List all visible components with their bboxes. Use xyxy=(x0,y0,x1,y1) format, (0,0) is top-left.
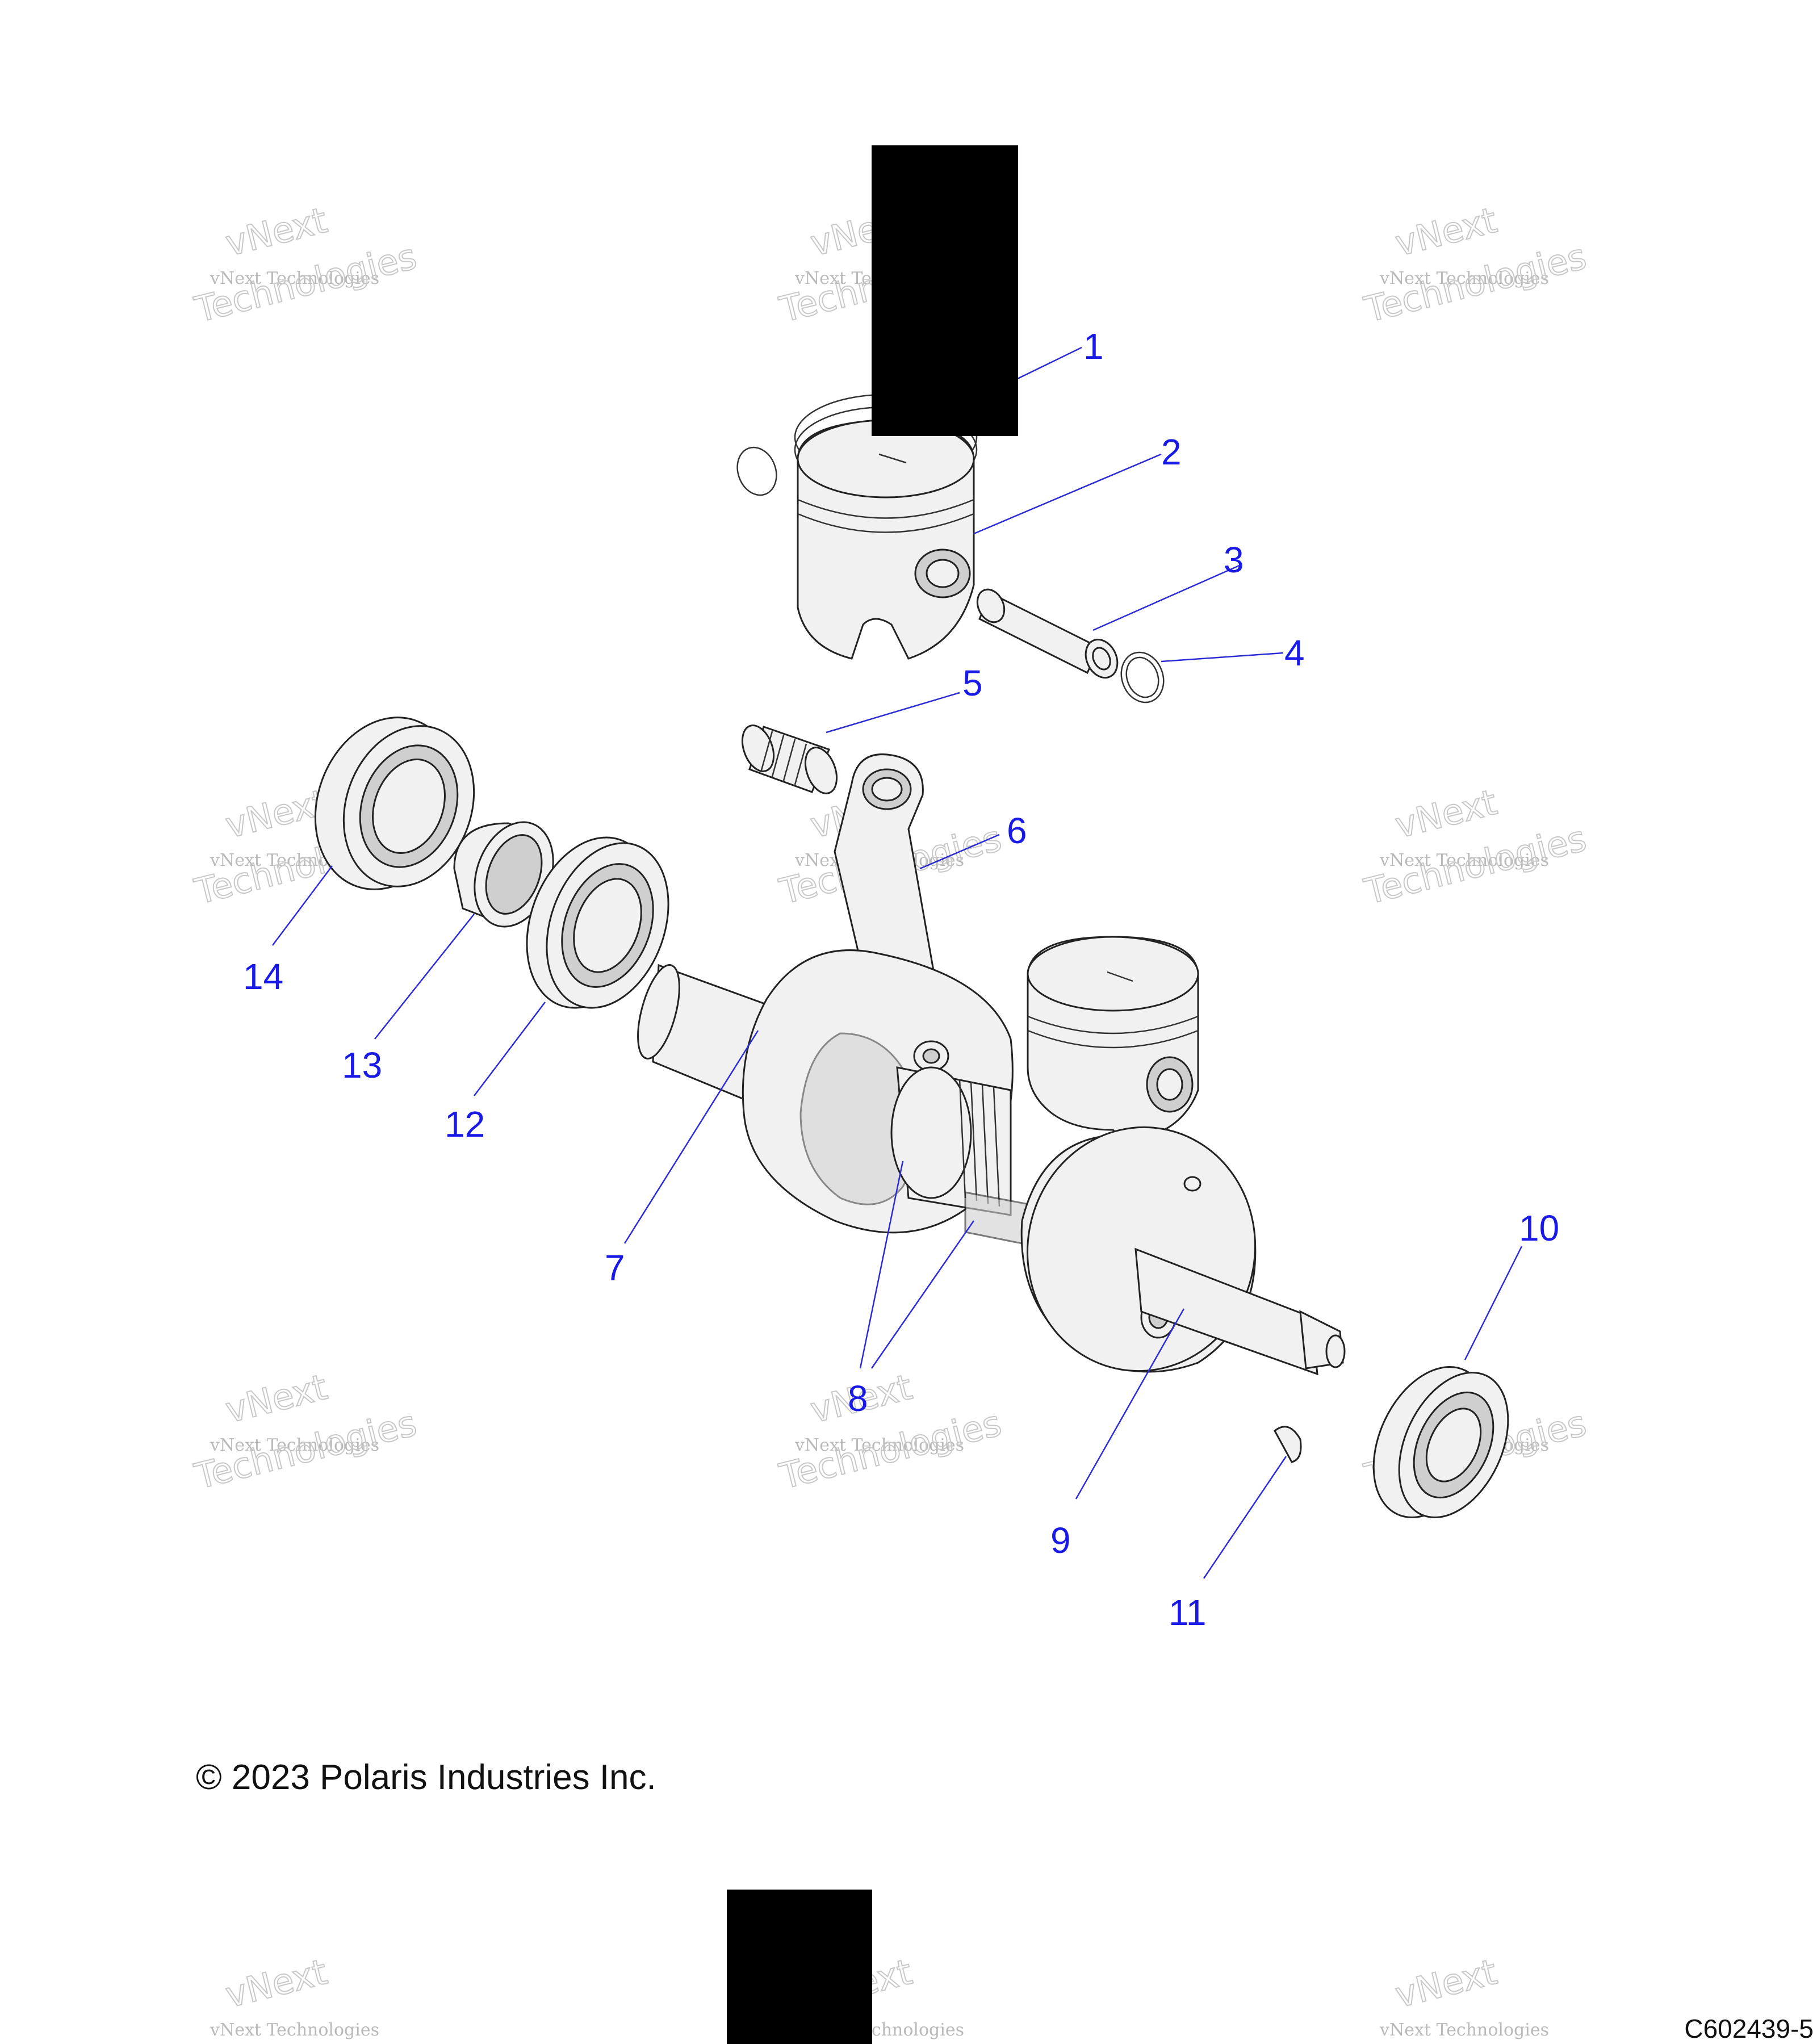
redaction-block-bottom xyxy=(727,1890,872,2044)
watermark-brand: vNext xyxy=(1391,1951,1501,2016)
watermark: vNext vNext Technologies xyxy=(210,1950,379,2040)
leader-2 xyxy=(973,453,1162,535)
part-wrist-pin xyxy=(976,588,1119,679)
part-piston xyxy=(797,419,975,660)
watermark-brand: vNext xyxy=(221,1951,331,2016)
copyright-notice: © 2023 Polaris Industries Inc. xyxy=(196,1758,656,1797)
callout-3: 3 xyxy=(1224,539,1244,580)
watermark-company: vNext Technologies xyxy=(1379,851,1549,870)
watermark-brand: vNext xyxy=(1391,781,1501,847)
callout-4: 4 xyxy=(1284,633,1305,673)
callout-8: 8 xyxy=(848,1378,868,1419)
callout-1: 1 xyxy=(1083,326,1104,367)
callout-5: 5 xyxy=(962,663,983,703)
leader-14 xyxy=(272,865,333,946)
leader-4 xyxy=(1161,652,1284,663)
leader-6 xyxy=(919,833,1000,870)
part-needle-bearing xyxy=(741,724,838,794)
callout-13: 13 xyxy=(342,1045,382,1086)
watermark-company: vNext Technologies xyxy=(794,1435,964,1455)
figure-code: C602439-5 xyxy=(1684,2014,1814,2043)
callout-12: 12 xyxy=(445,1104,485,1145)
watermark-brand: vNext xyxy=(221,1366,331,1431)
leader-8b xyxy=(870,1220,975,1369)
leader-5 xyxy=(826,692,960,734)
watermark-tag: Technologies xyxy=(1360,818,1590,912)
watermark: vNext vNext Technologies Technologies xyxy=(190,199,421,331)
watermark-brand: vNext xyxy=(1391,199,1501,265)
callout-11: 11 xyxy=(1169,1592,1206,1633)
watermark: vNext vNext Technologies Technologies xyxy=(190,1366,421,1498)
watermark: vNext vNext Technologies Technologies xyxy=(1360,781,1591,913)
leader-3 xyxy=(1092,564,1241,631)
watermark-company: vNext Technologies xyxy=(1379,269,1549,288)
callout-10: 10 xyxy=(1519,1208,1559,1249)
part-main-bearing-inner xyxy=(526,836,669,1009)
watermark-tag: Technologies xyxy=(776,1402,1006,1497)
leader-11 xyxy=(1203,1456,1287,1579)
part-circlip xyxy=(1120,651,1165,703)
watermark: vNext vNext Technologies Technologies xyxy=(775,1366,1006,1498)
watermark-tag: Technologies xyxy=(191,236,421,330)
watermark-company: vNext Technologies xyxy=(210,269,379,288)
watermark-tag: Technologies xyxy=(1360,236,1590,330)
part-circlip-left xyxy=(736,446,777,496)
callout-9: 9 xyxy=(1050,1520,1071,1561)
part-spacer-ring xyxy=(453,821,554,928)
part-main-bearing-outer xyxy=(314,717,475,890)
watermark: vNext vNext Technologies Technologies xyxy=(1360,199,1591,331)
part-crankshaft-right xyxy=(1020,1126,1346,1376)
callout-6: 6 xyxy=(1007,810,1027,851)
leader-8a xyxy=(859,1161,904,1369)
watermark-company: vNext Technologies xyxy=(210,1435,379,1455)
leader-12 xyxy=(474,1002,546,1096)
watermark-company: vNext Technologies xyxy=(1379,2020,1549,2040)
leader-10 xyxy=(1464,1246,1523,1360)
callout-14: 14 xyxy=(243,956,283,997)
watermark: vNext vNext Technologies xyxy=(1379,1950,1549,2040)
leader-9 xyxy=(1075,1308,1185,1500)
watermark-tag: Technologies xyxy=(191,1402,421,1497)
leader-lines xyxy=(272,346,1523,1579)
part-assembled-piston xyxy=(1027,936,1199,1142)
part-end-bearing xyxy=(1372,1366,1509,1519)
leader-7 xyxy=(623,1030,759,1244)
watermark-brand: vNext xyxy=(221,199,331,265)
part-woodruff-key xyxy=(1274,1426,1302,1463)
callout-7: 7 xyxy=(605,1247,625,1288)
leader-13 xyxy=(374,914,475,1040)
callout-labels: 1 2 3 4 5 6 7 8 9 10 11 12 13 14 xyxy=(243,326,1559,1633)
callout-2: 2 xyxy=(1161,432,1182,472)
redaction-block-top xyxy=(872,145,1018,436)
watermark-company: vNext Technologies xyxy=(210,2020,379,2040)
